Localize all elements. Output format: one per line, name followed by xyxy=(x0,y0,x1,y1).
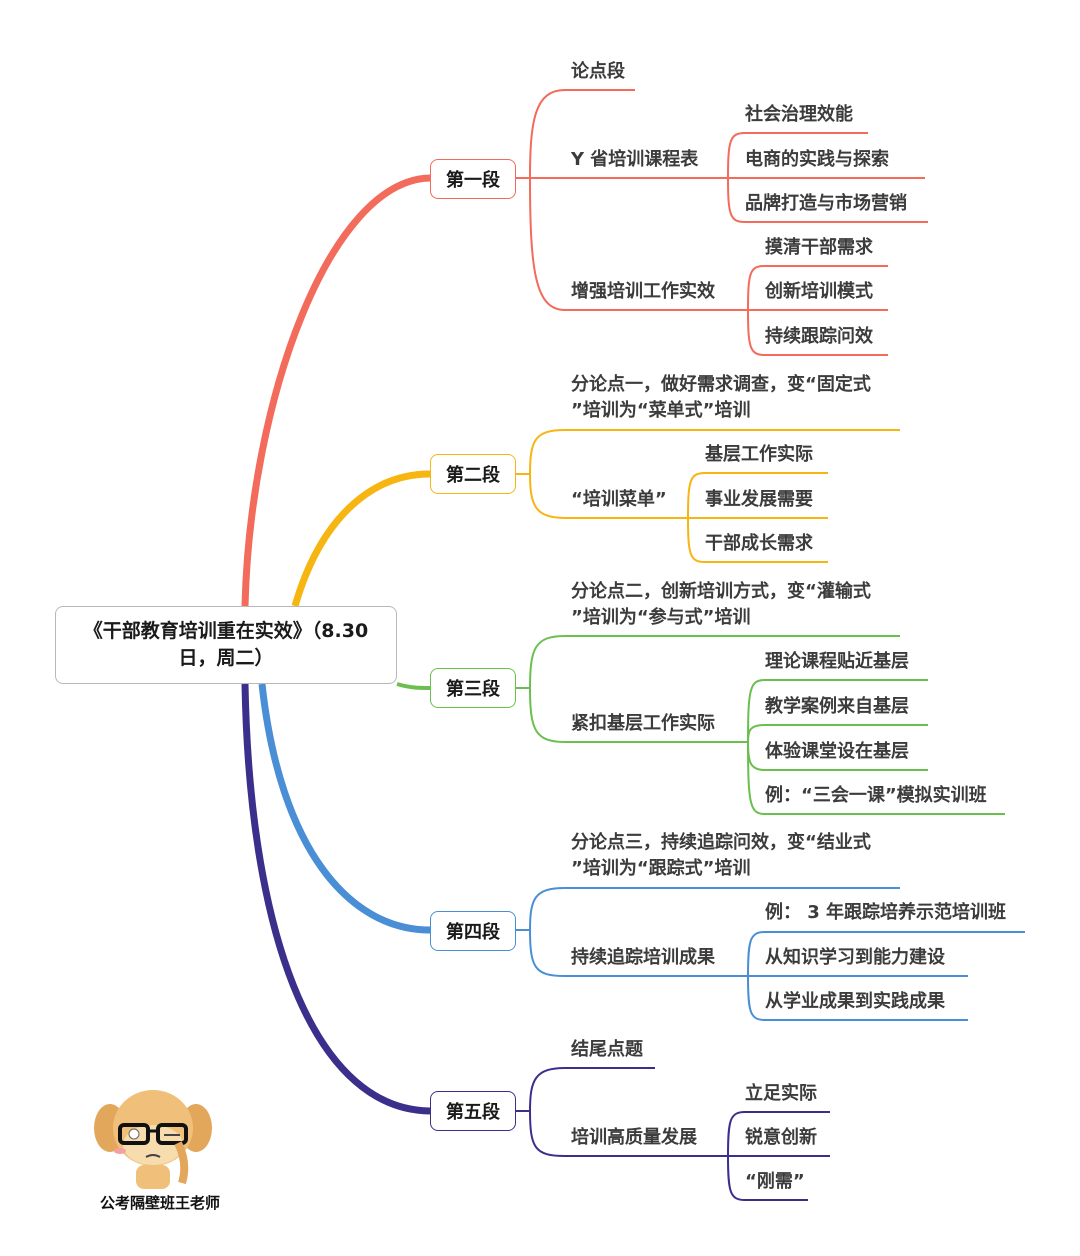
leaf-node[interactable]: 从知识学习到能力建设 xyxy=(765,947,945,968)
root-node[interactable]: 《干部教育培训重在实效》（8.30 日，周二） xyxy=(55,606,397,684)
leaf-node[interactable]: 立足实际 xyxy=(745,1083,817,1104)
leaf-node[interactable]: 从学业成果到实践成果 xyxy=(765,991,945,1012)
leaf-node[interactable]: 社会治理效能 xyxy=(745,104,853,125)
node-lundian[interactable]: 论点段 xyxy=(571,61,625,82)
leaf-node[interactable]: 例： 3 年跟踪培养示范培训班 xyxy=(765,902,1007,923)
root-title-line1: 《干部教育培训重在实效》（8.30 xyxy=(83,620,369,642)
subpoint-line1: 分论点二，创新培训方式，变“灌输式 xyxy=(571,581,871,602)
node-training-menu[interactable]: “培训菜单” xyxy=(571,489,667,510)
leaf-node[interactable]: 基层工作实际 xyxy=(705,444,813,465)
node-high-quality[interactable]: 培训高质量发展 xyxy=(571,1127,697,1148)
section-node-2[interactable]: 第二段 xyxy=(430,454,516,494)
leaf-node[interactable]: 体验课堂设在基层 xyxy=(765,741,909,762)
root-title-line2: 日，周二） xyxy=(178,647,274,669)
leaf-node[interactable]: “刚需” xyxy=(745,1171,805,1192)
connector-root-sec1 xyxy=(241,174,431,607)
leaf-node[interactable]: 持续跟踪问效 xyxy=(765,326,873,347)
leaf-node[interactable]: 教学案例来自基层 xyxy=(765,696,909,717)
connector-root-sec2 xyxy=(291,470,431,607)
leaf-node[interactable]: 创新培训模式 xyxy=(765,281,873,302)
node-enhance-effect[interactable]: 增强培训工作实效 xyxy=(571,281,715,302)
leaf-node[interactable]: 锐意创新 xyxy=(745,1127,817,1148)
subpoint-line2: ”培训为“跟踪式”培训 xyxy=(571,858,751,879)
leaf-node[interactable]: 例：“三会一课”模拟实训班 xyxy=(765,785,987,806)
leaf-node[interactable]: 事业发展需要 xyxy=(705,489,813,510)
section-node-3[interactable]: 第三段 xyxy=(430,668,516,708)
section-node-4[interactable]: 第四段 xyxy=(430,911,516,951)
mascot-dog-icon xyxy=(94,1090,212,1189)
node-track-results[interactable]: 持续追踪培训成果 xyxy=(571,947,715,968)
leaf-node[interactable]: 品牌打造与市场营销 xyxy=(745,193,907,214)
leaf-node[interactable]: 干部成长需求 xyxy=(705,533,813,554)
leaf-node[interactable]: 理论课程贴近基层 xyxy=(765,651,909,672)
subpoint-line2: ”培训为“菜单式”培训 xyxy=(571,400,751,421)
subpoint-line1: 分论点三，持续追踪问效，变“结业式 xyxy=(571,832,871,853)
node-subpoint-1[interactable]: 分论点一，做好需求调查，变“固定式 ”培训为“菜单式”培训 xyxy=(571,372,871,424)
section-node-1[interactable]: 第一段 xyxy=(430,159,516,199)
node-ending[interactable]: 结尾点题 xyxy=(571,1039,643,1060)
subpoint-line2: ”培训为“参与式”培训 xyxy=(571,607,751,628)
section-node-5[interactable]: 第五段 xyxy=(430,1091,516,1131)
watermark-caption: 公考隔壁班王老师 xyxy=(99,1194,220,1212)
connector-root-sec5 xyxy=(241,683,431,1115)
node-grassroots-work[interactable]: 紧扣基层工作实际 xyxy=(571,713,715,734)
node-y-province-schedule[interactable]: Y 省培训课程表 xyxy=(571,149,699,170)
leaf-node[interactable]: 摸清干部需求 xyxy=(765,237,873,258)
connector-root-sec4 xyxy=(258,683,431,934)
node-subpoint-2[interactable]: 分论点二，创新培训方式，变“灌输式 ”培训为“参与式”培训 xyxy=(571,579,871,631)
connector-root-sec3 xyxy=(396,682,431,690)
leaf-node[interactable]: 电商的实践与探索 xyxy=(745,149,889,170)
subpoint-line1: 分论点一，做好需求调查，变“固定式 xyxy=(571,374,871,395)
node-subpoint-3[interactable]: 分论点三，持续追踪问效，变“结业式 ”培训为“跟踪式”培训 xyxy=(571,830,871,882)
